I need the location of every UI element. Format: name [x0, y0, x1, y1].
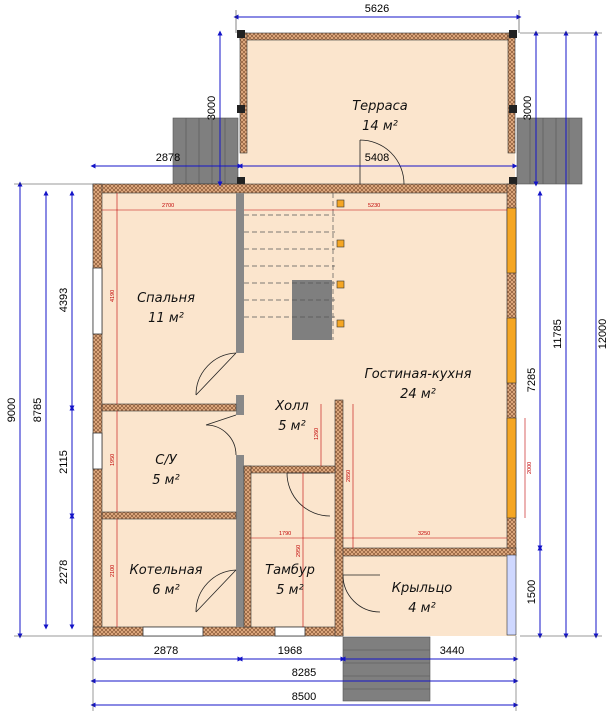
dim-bottom-total: 8500	[292, 691, 316, 703]
hall-name: Холл	[274, 399, 308, 414]
dim-left-seg-top: 4393	[58, 288, 70, 312]
room-labels: Терраса 14 м² Спальня 11 м² Гостиная-кух…	[129, 99, 471, 616]
dim-bottom-seg-right: 3440	[440, 645, 464, 657]
inner-dim-vestibule-width: 1790	[279, 531, 291, 537]
dim-right-total: 11785	[552, 319, 564, 349]
inner-dim-bedroom-height: 4190	[110, 290, 116, 302]
porch-area: 4 м²	[408, 601, 435, 616]
dimension-lines	[14, 10, 602, 711]
dim-top-overall: 5626	[365, 3, 389, 15]
inner-dim-hall-partition: 1260	[314, 428, 320, 440]
inner-dim-living-width: 5230	[368, 203, 380, 209]
boiler-name: Котельная	[129, 563, 202, 578]
dim-right-seg-main: 7285	[526, 368, 538, 392]
inner-dim-window-span: 2000	[527, 462, 533, 474]
dim-terrace-right-height: 3000	[522, 96, 534, 120]
external-stairs	[172, 117, 583, 702]
dim-right-seg-porch: 1500	[526, 580, 538, 604]
stair-right-terrace	[516, 117, 583, 185]
windows	[92, 207, 517, 637]
vestibule-area: 5 м²	[276, 583, 303, 598]
hall-area: 5 м²	[278, 419, 305, 434]
inner-dim-bedroom-width: 2700	[162, 203, 174, 209]
doors	[195, 139, 405, 613]
dim-right-outer-total: 12000	[597, 319, 609, 350]
dim-terrace-left-height: 3000	[206, 96, 218, 120]
dim-bottom-seg-mid: 1968	[278, 645, 302, 657]
stair-left-terrace	[172, 117, 239, 185]
dim-terrace-width: 5408	[365, 152, 389, 164]
dimension-labels: 5626 3000 3000 2878 5408 9000 8785 4393 …	[6, 3, 609, 703]
inner-dim-bathroom-height: 1950	[110, 454, 116, 466]
porch-name: Крыльцо	[392, 581, 453, 596]
bedroom-area: 11 м²	[148, 311, 184, 326]
dim-left-seg-mid: 2115	[58, 450, 70, 474]
terrace-structure	[237, 30, 517, 185]
dim-terrace-left-offset: 2878	[156, 152, 180, 164]
living-name: Гостиная-кухня	[365, 367, 472, 382]
interior-staircase	[244, 193, 345, 340]
stair-porch	[342, 636, 431, 702]
inner-dim-vestibule-height: 2950	[296, 545, 302, 557]
inner-dim-living-lower-width: 3250	[418, 531, 430, 537]
inner-dim-living-lower: 2850	[346, 470, 352, 482]
inner-walls	[101, 193, 336, 628]
boiler-area: 6 м²	[152, 583, 179, 598]
inner-dim-boiler-height: 2100	[110, 565, 116, 577]
dim-bottom-total-inner: 8285	[292, 667, 316, 679]
dim-bottom-seg-left: 2878	[154, 645, 178, 657]
terrace-name: Терраса	[352, 99, 408, 114]
dim-left-total: 9000	[6, 398, 18, 422]
bedroom-name: Спальня	[137, 291, 195, 306]
bathroom-name: С/У	[155, 453, 177, 468]
terrace-area: 14 м²	[362, 119, 398, 134]
dim-left-sum: 8785	[32, 398, 44, 422]
dim-left-seg-bottom: 2278	[58, 560, 70, 584]
living-area: 24 м²	[400, 387, 436, 402]
bathroom-area: 5 м²	[152, 473, 179, 488]
inner-dimension-lines	[102, 193, 526, 627]
vestibule-name: Тамбур	[265, 563, 315, 578]
terrace-floor	[240, 33, 515, 184]
